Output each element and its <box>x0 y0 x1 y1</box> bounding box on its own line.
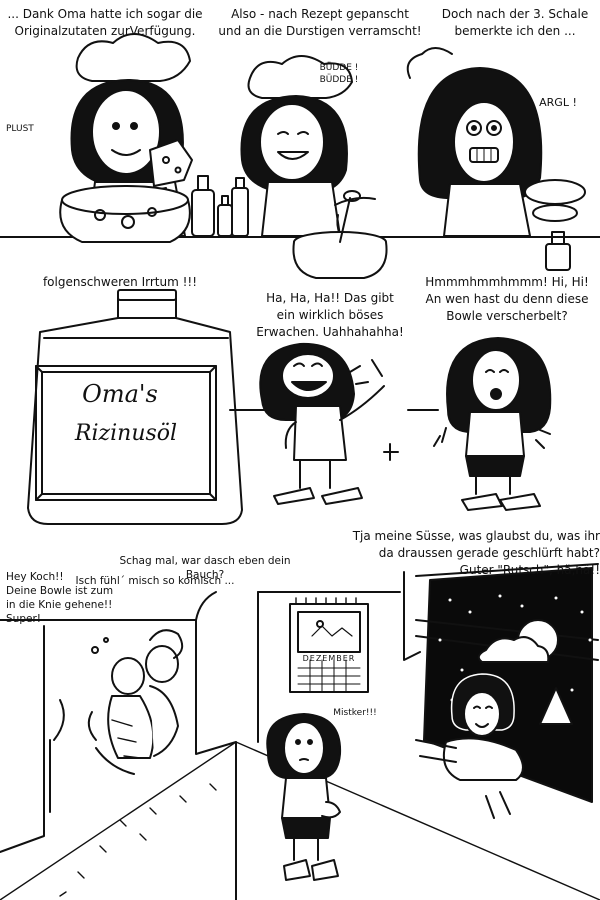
party-guests <box>87 629 184 775</box>
rizinus-bottle <box>27 289 243 525</box>
bottle-label-line1: Oma's <box>82 380 158 408</box>
speech-bauch: Schag mal, war dasch eben dein Bauch? <box>119 555 291 581</box>
row2-panel1-caption: folgenschweren Irrtum !!! <box>42 275 198 289</box>
big-pot <box>59 185 191 243</box>
row1-panel2-caption: Also - nach Rezept gepanscht und an die … <box>218 7 422 38</box>
chef-panel3-figure <box>406 47 586 237</box>
row1-panel1-caption: ... Dank Oma hatte ich sogar die Origina… <box>7 7 203 38</box>
laughing-figure <box>259 342 399 505</box>
speech-hey-koch: Hey Koch!! Deine Bowle ist zum in die Kn… <box>6 571 114 625</box>
girl-figure-panel2 <box>433 337 552 511</box>
bottle-label-line2: Rizinusöl <box>74 421 178 446</box>
calendar-label: DEZEMBER <box>302 654 356 663</box>
row1-panel3-caption: Doch nach der 3. Schale bemerkte ich den… <box>441 7 589 38</box>
sfx-buedde: BÜDDE ! BÜDDE ! <box>319 63 359 85</box>
window-night <box>403 563 599 819</box>
speech-mistker: Mistker!!! <box>333 708 377 718</box>
chef-panel2-figure <box>240 55 376 237</box>
calendar-icon <box>289 597 369 693</box>
doorway-scene <box>0 591 237 900</box>
speech-komisch: Isch fühl´ misch so komisch ... <box>75 575 235 587</box>
center-girl-figure <box>266 713 342 881</box>
cheese-block <box>149 139 193 187</box>
small-bottle-panel3 <box>545 231 571 271</box>
row2-panel3-caption: Hmmmhmmhmmm! Hi, Hi! An wen hast du denn… <box>425 275 589 323</box>
row3-top-caption: Tja meine Süsse, was glaubst du, was ihr… <box>352 529 600 577</box>
sfx-argl: ARGL ! <box>539 96 577 109</box>
sfx-plust: PLUST <box>6 124 34 134</box>
row2-panel2-caption: Ha, Ha, Ha!! Das gibt ein wirklich böses… <box>256 291 404 339</box>
ladle-pot <box>292 190 388 279</box>
bottles-group <box>191 175 249 237</box>
